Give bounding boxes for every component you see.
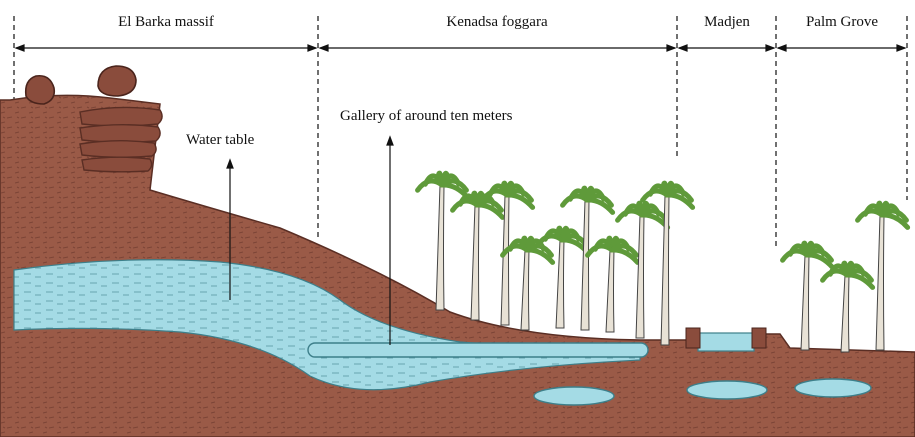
madjen-basin <box>686 328 766 351</box>
water-pocket <box>795 379 871 397</box>
gallery-tunnel <box>308 343 648 357</box>
palm-tree <box>503 238 553 330</box>
zone-label-el-barka: El Barka massif <box>118 14 214 31</box>
water-pocket <box>534 387 614 405</box>
boulder-left <box>26 76 55 104</box>
palm-tree <box>453 193 503 320</box>
water-pocket <box>687 381 767 399</box>
zone-label-kenadsa: Kenadsa foggara <box>446 14 547 31</box>
palm-tree <box>618 203 668 338</box>
zone-label-madjen: Madjen <box>704 14 750 31</box>
water-table-label: Water table <box>186 132 254 149</box>
zone-label-palm-grove: Palm Grove <box>806 14 878 31</box>
zone-arrows <box>16 45 905 51</box>
palm-tree <box>538 228 588 328</box>
palm-tree <box>823 263 873 352</box>
palm-grove-trees <box>783 203 908 352</box>
palm-tree <box>588 238 638 332</box>
palm-tree <box>783 243 833 350</box>
palm-tree <box>418 173 468 310</box>
boulder-right <box>98 66 136 96</box>
massif-ledges <box>80 107 162 171</box>
palm-tree <box>563 188 613 330</box>
gallery-label: Gallery of around ten meters <box>340 108 512 125</box>
